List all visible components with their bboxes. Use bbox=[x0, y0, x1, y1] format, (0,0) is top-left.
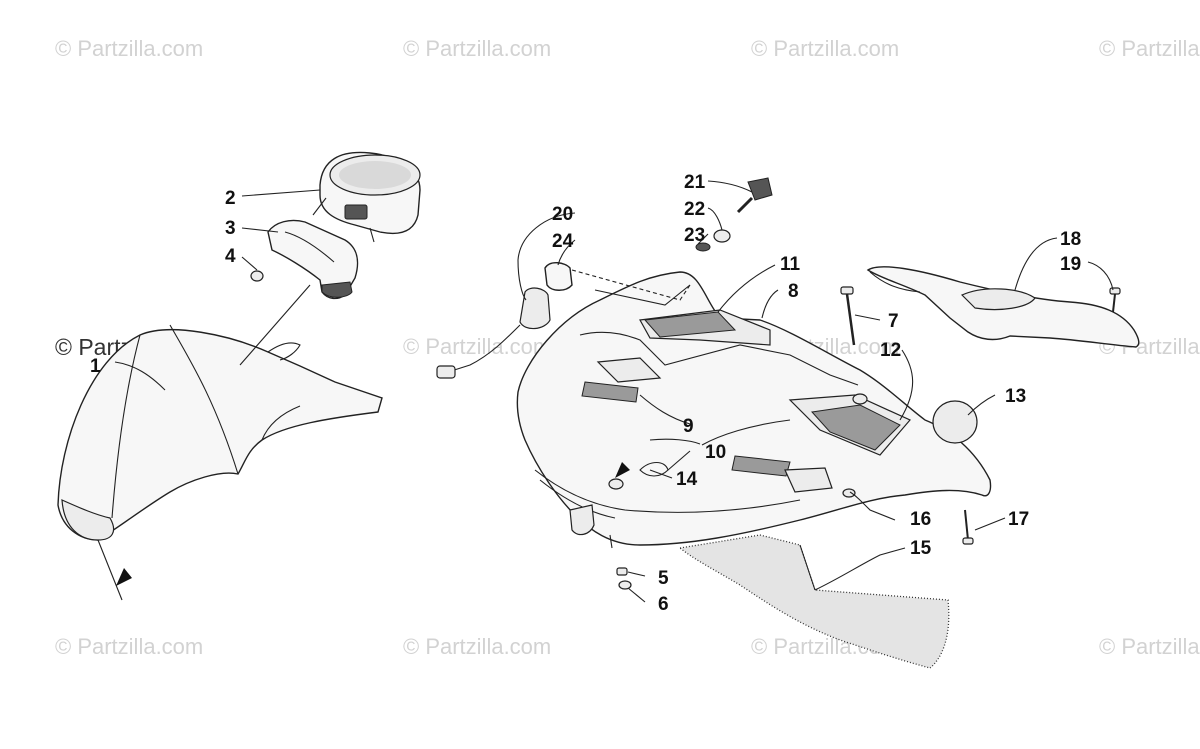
part-19-screw bbox=[1109, 287, 1121, 313]
part-15-mat bbox=[678, 534, 950, 669]
watermark: © Partzilla.com bbox=[1099, 36, 1200, 61]
part-17-screw bbox=[962, 509, 974, 545]
callout-21: 21 bbox=[684, 172, 706, 193]
watermark: © Partzilla.com bbox=[403, 634, 552, 659]
callout-18: 18 bbox=[1060, 229, 1081, 250]
part-5-6-fasteners bbox=[616, 567, 632, 590]
part-1-fender bbox=[57, 324, 383, 601]
callout-8: 8 bbox=[788, 281, 799, 302]
watermark: © Partzilla.com bbox=[403, 36, 552, 61]
callout-20: 20 bbox=[552, 204, 573, 225]
part-13-cap bbox=[932, 400, 978, 444]
callout-5: 5 bbox=[658, 568, 669, 589]
callout-6: 6 bbox=[658, 594, 669, 615]
leader-lines bbox=[114, 180, 1114, 603]
watermark: © Partzilla.com bbox=[403, 334, 552, 359]
callout-11: 11 bbox=[780, 254, 801, 275]
callout-9: 9 bbox=[683, 416, 694, 437]
part-4-grommet bbox=[250, 270, 264, 282]
part-21-key bbox=[695, 177, 773, 252]
watermark: © Partzilla.com bbox=[1099, 634, 1200, 659]
part-3-housing bbox=[267, 219, 359, 300]
callout-12: 12 bbox=[880, 340, 901, 361]
callouts: 1 2 3 4 5 6 7 8 9 10 11 12 13 14 15 16 1… bbox=[90, 172, 1081, 615]
callout-24: 24 bbox=[552, 231, 574, 252]
part-20-switch bbox=[436, 262, 573, 379]
watermark: © Partzilla.com bbox=[751, 36, 900, 61]
callout-2: 2 bbox=[225, 188, 236, 209]
callout-1: 1 bbox=[90, 356, 101, 377]
callout-15: 15 bbox=[910, 538, 932, 559]
callout-14: 14 bbox=[676, 469, 698, 490]
part-2-gauge bbox=[312, 151, 421, 243]
callout-13: 13 bbox=[1005, 386, 1026, 407]
main-hood bbox=[516, 271, 992, 549]
watermark: © Partzilla.com bbox=[55, 36, 204, 61]
callout-22: 22 bbox=[684, 199, 705, 220]
part-7-bolt bbox=[840, 286, 856, 346]
watermark: © Partzilla.com bbox=[55, 634, 204, 659]
callout-17: 17 bbox=[1008, 509, 1029, 530]
callout-19: 19 bbox=[1060, 254, 1081, 275]
callout-7: 7 bbox=[888, 311, 899, 332]
callout-3: 3 bbox=[225, 218, 236, 239]
part-18-cover bbox=[866, 266, 1140, 348]
callout-4: 4 bbox=[225, 246, 236, 267]
callout-23: 23 bbox=[684, 225, 705, 246]
callout-16: 16 bbox=[910, 509, 931, 530]
callout-10: 10 bbox=[705, 442, 726, 463]
